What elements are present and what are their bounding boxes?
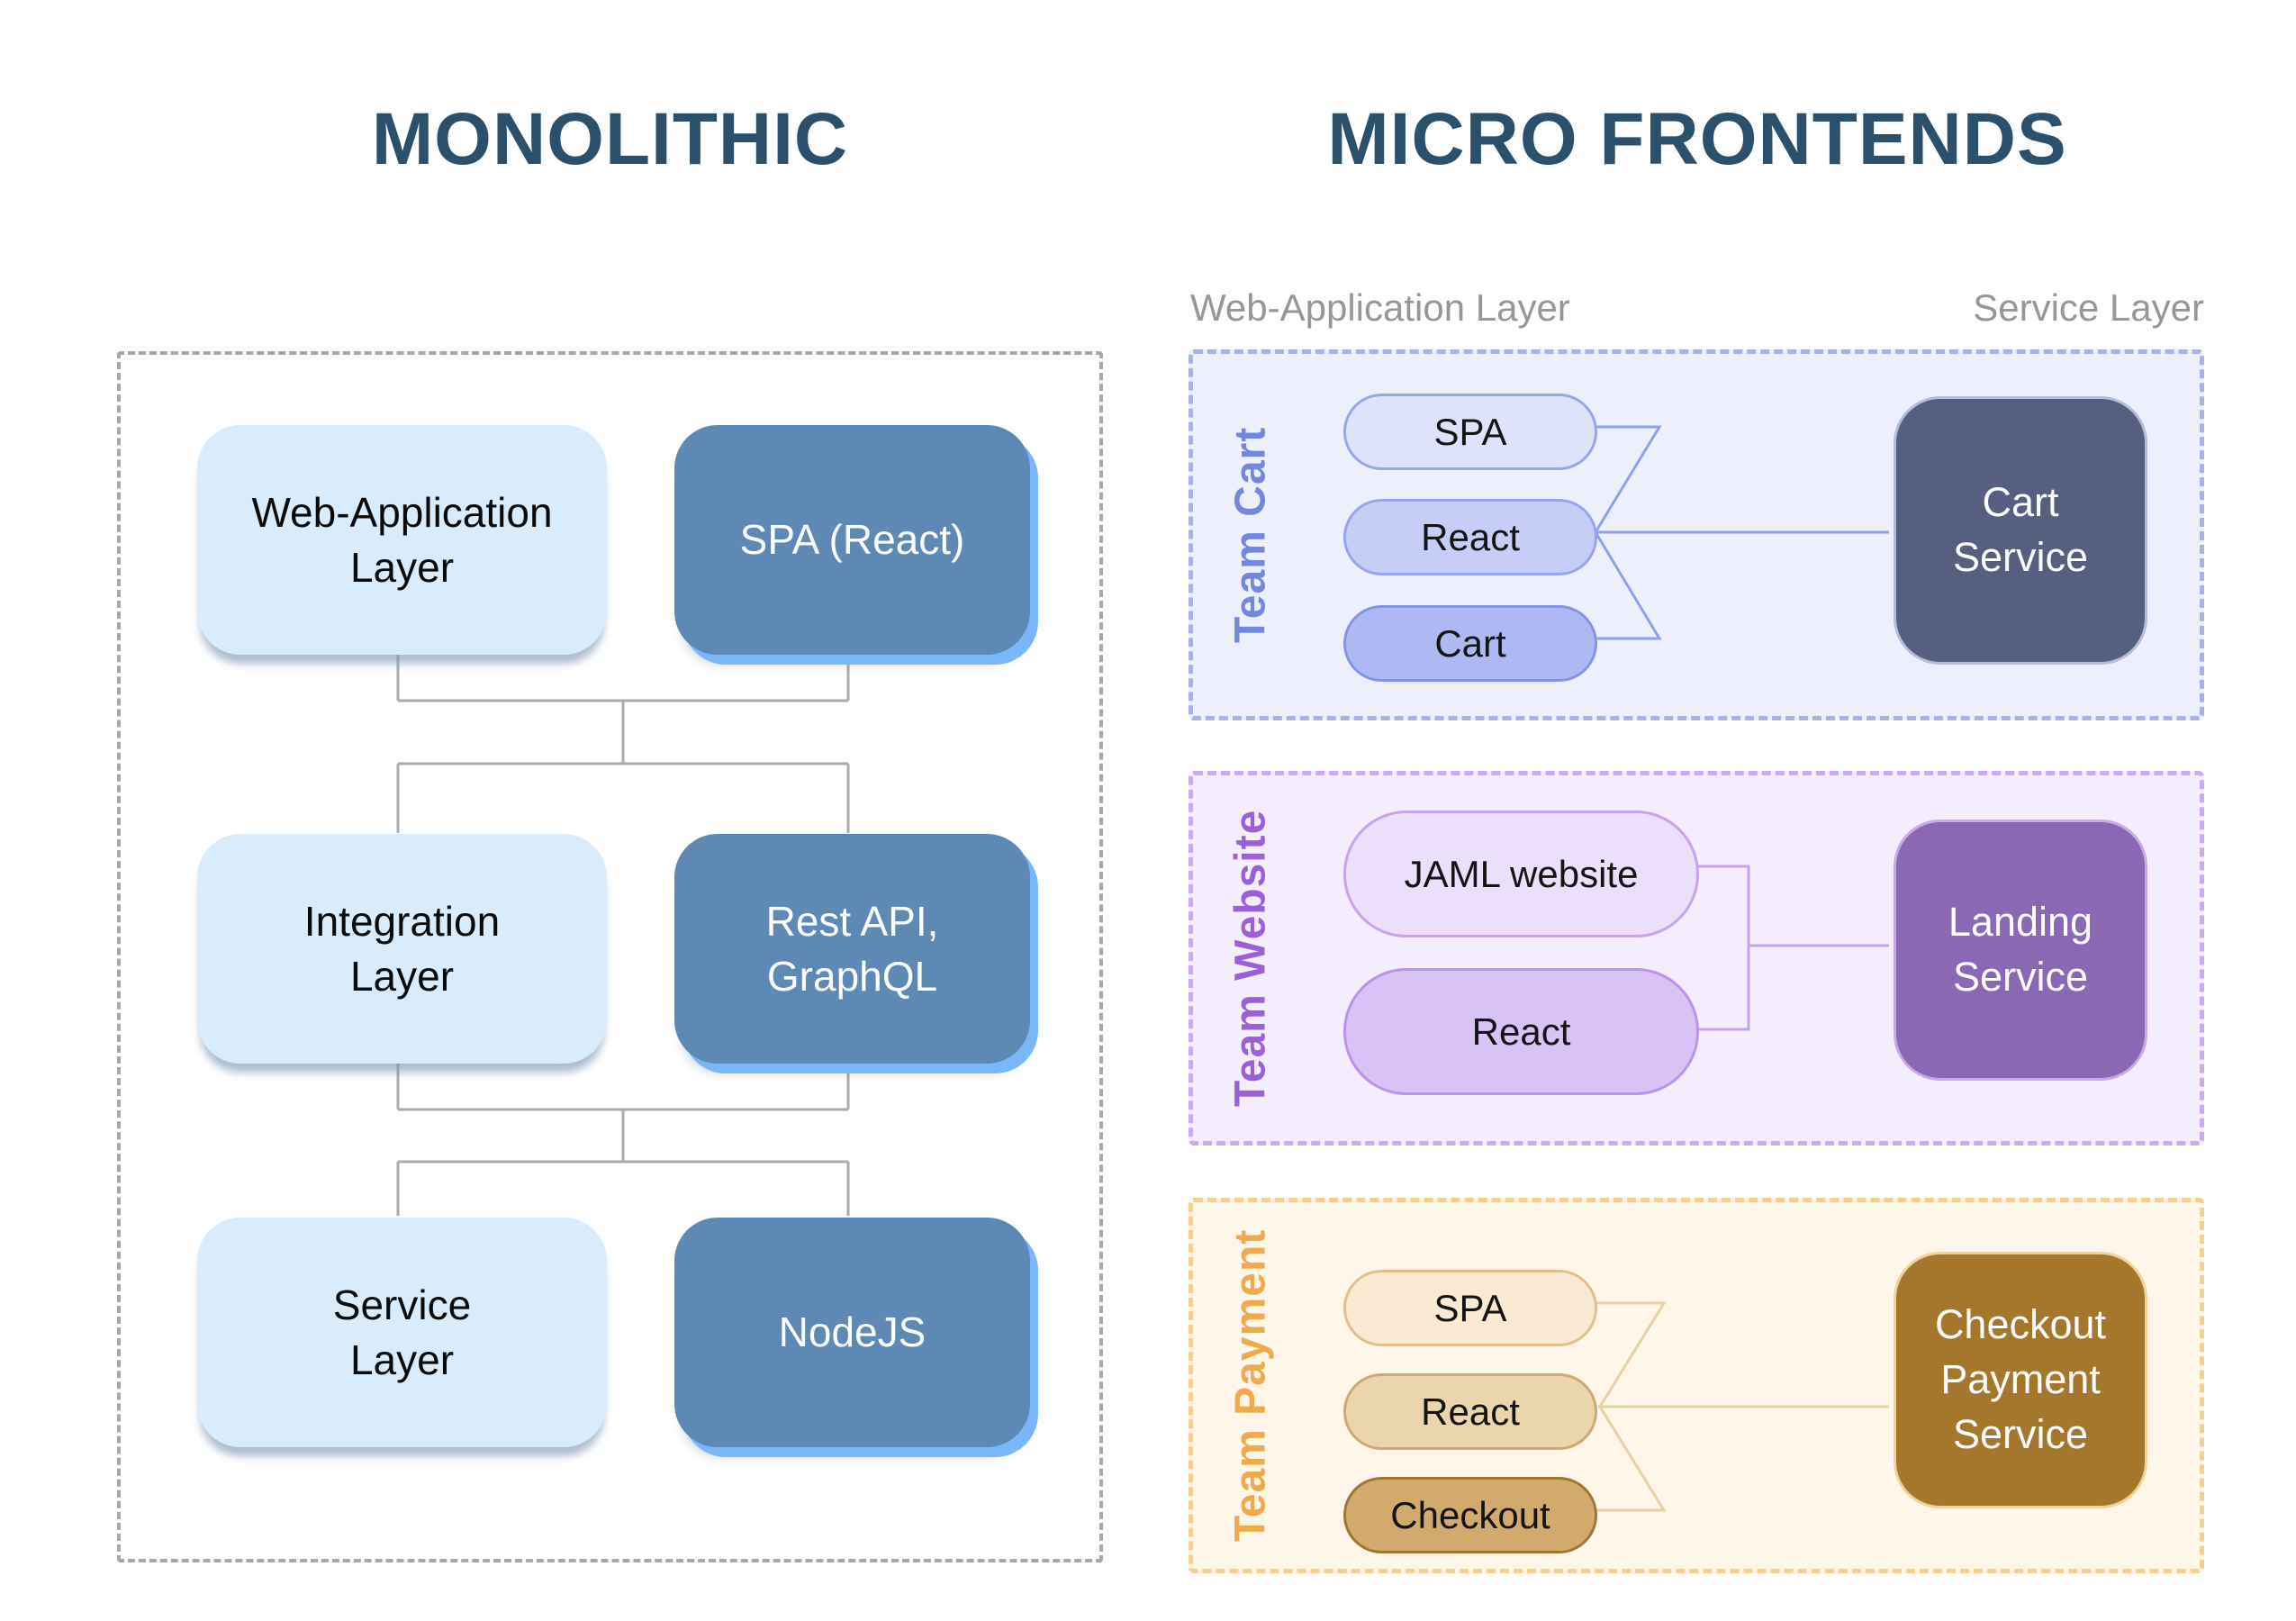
- team-payment-pill-spa: SPA: [1343, 1270, 1597, 1346]
- micro-frontends-title: MICRO FRONTENDS: [1327, 98, 2067, 180]
- team-cart-section: Team Cart SPA React Cart Cart Service: [1189, 349, 2204, 720]
- team-website-label: Team Website: [1226, 809, 1275, 1108]
- checkout-payment-service-box: Checkout Payment Service: [1894, 1252, 2147, 1508]
- monolithic-nodejs-box: NodeJS: [674, 1218, 1030, 1447]
- team-cart-pill-spa: SPA: [1343, 394, 1597, 470]
- monolithic-boundary: Web-Application Layer SPA (React) Integr…: [117, 351, 1103, 1562]
- team-website-section: Team Website JAML website React Landing …: [1189, 771, 2204, 1146]
- landing-service-box: Landing Service: [1894, 820, 2147, 1081]
- team-website-pill-jaml-website: JAML website: [1343, 810, 1699, 937]
- team-website-pill-react: React: [1343, 968, 1699, 1095]
- monolithic-service-layer-box: Service Layer: [197, 1218, 607, 1447]
- monolithic-rest-api-graphql-box: Rest API, GraphQL: [674, 834, 1030, 1064]
- cart-service-box: Cart Service: [1894, 396, 2147, 665]
- monolithic-integration-layer-box: Integration Layer: [197, 834, 607, 1064]
- web-application-layer-column-label: Web-Application Layer: [1190, 286, 1570, 329]
- team-cart-pill-cart: Cart: [1343, 605, 1597, 682]
- monolithic-web-application-layer-box: Web-Application Layer: [197, 425, 607, 655]
- team-cart-label: Team Cart: [1226, 426, 1275, 644]
- monolithic-spa-react-box: SPA (React): [674, 425, 1030, 655]
- service-layer-column-label: Service Layer: [1973, 286, 2204, 329]
- team-payment-section: Team Payment SPA React Checkout Checkout…: [1189, 1198, 2204, 1573]
- team-cart-pill-react: React: [1343, 499, 1597, 575]
- monolithic-title: MONOLITHIC: [371, 98, 849, 180]
- team-payment-pill-checkout: Checkout: [1343, 1477, 1597, 1553]
- team-payment-pill-react: React: [1343, 1373, 1597, 1450]
- team-payment-label: Team Payment: [1226, 1228, 1275, 1543]
